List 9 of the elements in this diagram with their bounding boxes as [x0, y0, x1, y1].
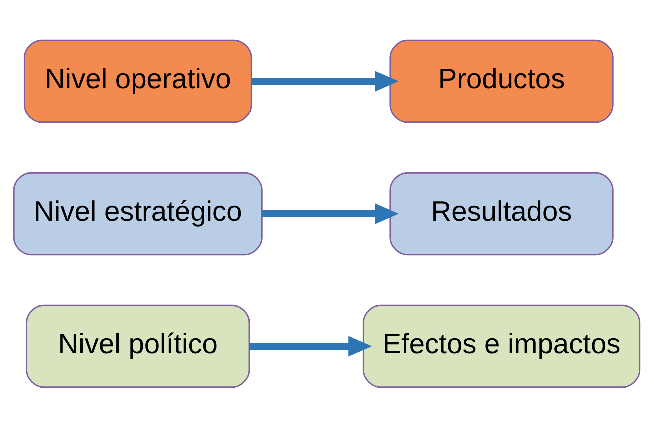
arrow	[262, 204, 399, 224]
node-box: Resultados	[390, 172, 614, 256]
node-box: Nivel político	[26, 304, 250, 388]
node-box: Nivel estratégico	[13, 172, 263, 256]
arrow	[250, 336, 372, 357]
node-box: Efectos e impactos	[362, 304, 641, 388]
node-box: Productos	[390, 40, 614, 124]
node-box: Nivel operativo	[24, 40, 252, 124]
arrow	[252, 71, 399, 92]
